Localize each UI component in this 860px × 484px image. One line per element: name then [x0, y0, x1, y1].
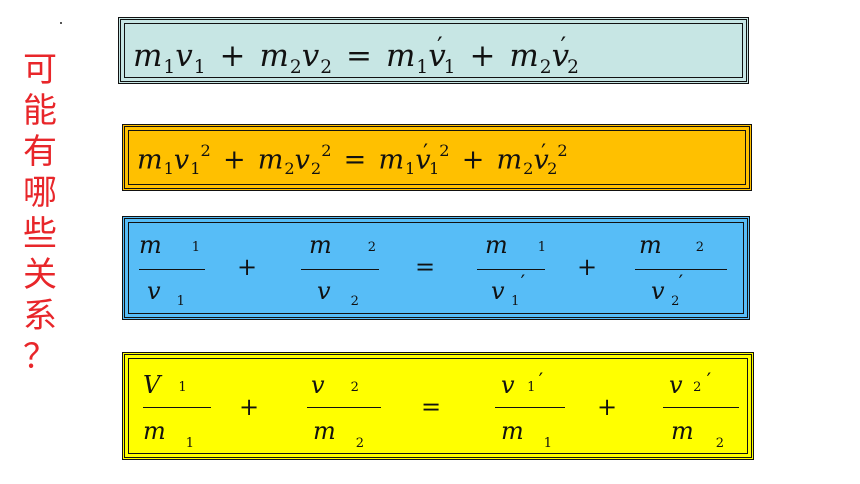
title-char: 关: [23, 255, 57, 295]
equals-sign: =: [415, 253, 436, 281]
plus-sign: +: [239, 393, 260, 421]
decor-dot: [60, 22, 62, 24]
title-char: ？: [23, 337, 57, 377]
plus-sign: +: [597, 393, 618, 421]
title-char: 能: [23, 91, 57, 131]
plus-sign: +: [237, 253, 258, 281]
equation-energy: m1v12+m2v22=m1v′12+m2v′22: [137, 140, 568, 179]
title-char: 系: [23, 296, 57, 336]
title-char: 可: [23, 50, 57, 90]
equation-momentum: m1v1+m2v2=m1v′1+m2v′2: [133, 32, 579, 78]
title-char: 哪: [23, 173, 57, 213]
equals-sign: =: [421, 393, 442, 421]
title-char: 些: [23, 214, 57, 254]
title-char: 有: [23, 132, 57, 172]
equation-box-momentum: m1v1+m2v2=m1v′1+m2v′2: [118, 17, 749, 84]
plus-sign: +: [577, 253, 598, 281]
equation-box-energy: m1v12+m2v22=m1v′12+m2v′22: [122, 124, 752, 191]
side-title: 可 能 有 哪 些 关 系 ？: [14, 50, 66, 378]
